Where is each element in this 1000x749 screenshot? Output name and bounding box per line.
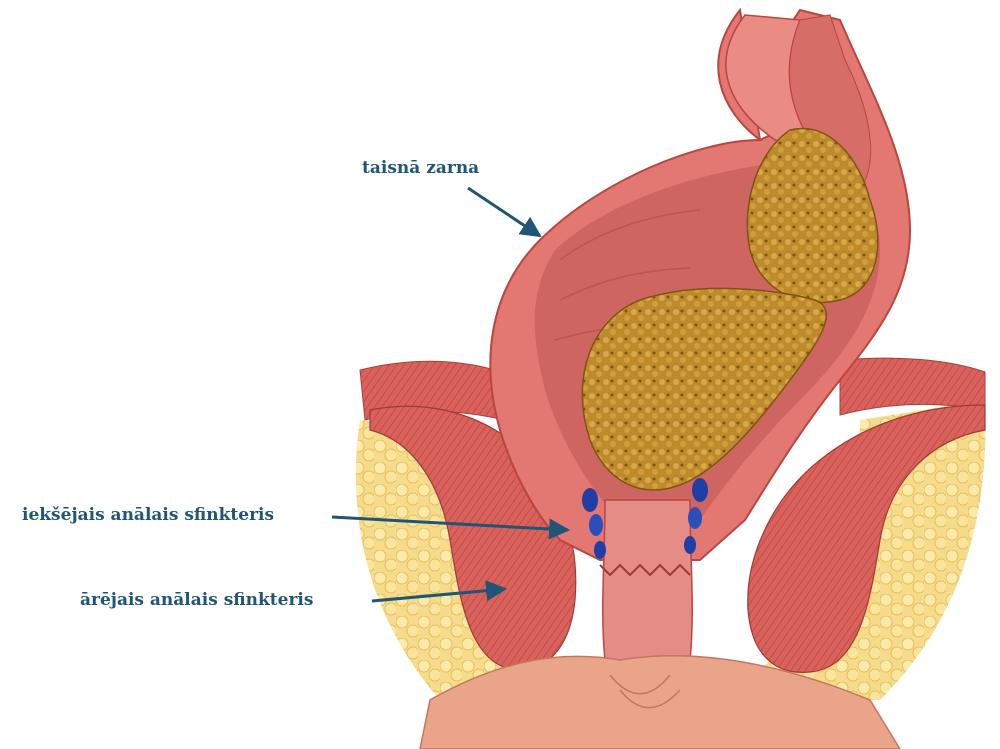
label-rectum: taisnā zarna [362,158,480,178]
label-external-sphincter: ārējais anālais sfinkteris [80,590,314,610]
dentate-line [599,563,691,577]
perianal-skin [419,654,901,749]
anal-canal [602,499,693,661]
label-internal-sphincter: iekšējais anālais sfinkteris [22,505,275,525]
internal-veins-right [684,478,708,554]
stool-lower [581,287,827,491]
internal-sphincter-arrow [331,515,571,540]
anal-folds [609,674,681,709]
rectum-arrow [467,186,542,238]
external-sphincter-right [747,404,986,673]
internal-veins-left [582,488,606,559]
external-sphincter-arrow [371,580,508,603]
stool-upper [746,127,879,304]
